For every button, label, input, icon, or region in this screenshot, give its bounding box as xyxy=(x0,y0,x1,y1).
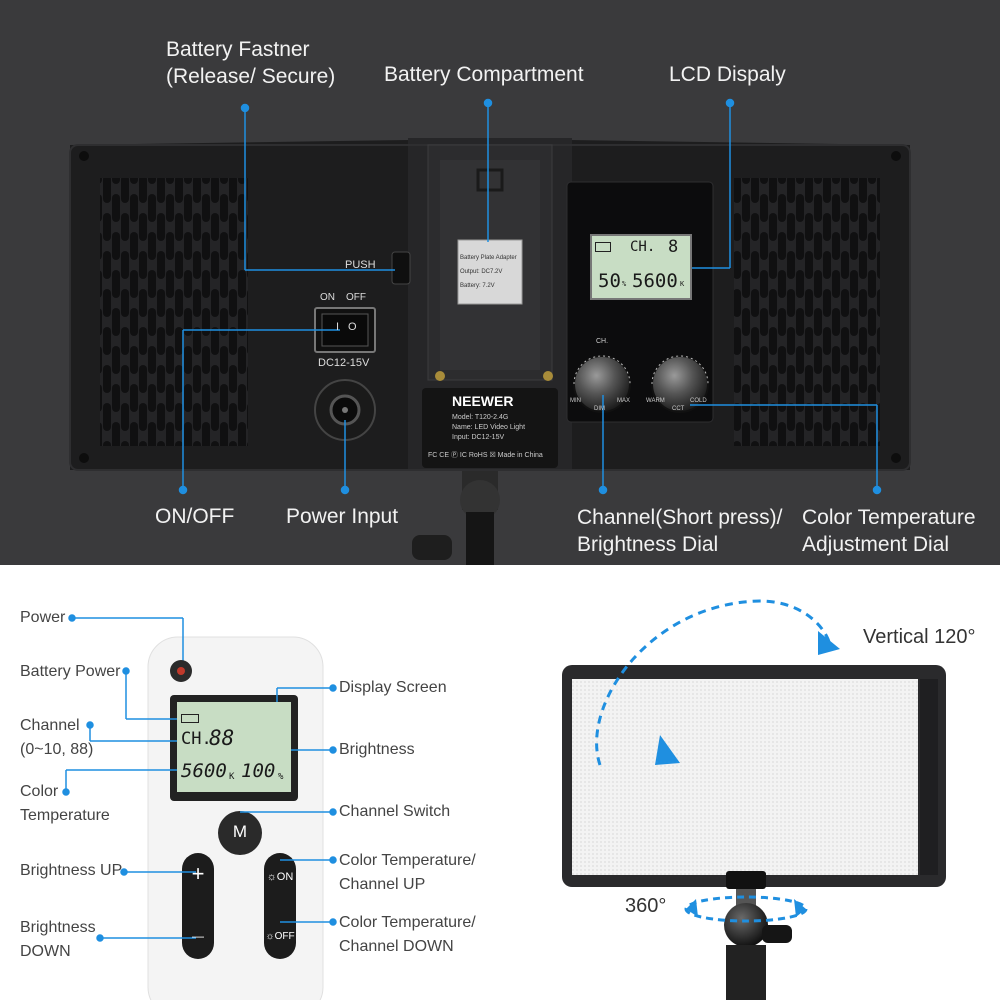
label-brightness-down: Brightness DOWN xyxy=(20,919,96,960)
lcd-temperature-value: 5600 xyxy=(632,270,678,292)
remote-lcd-bright-value: 100 xyxy=(241,760,276,782)
callout-color-temp-dial: Color Temperature Adjustment Dial xyxy=(802,506,976,556)
remote-lcd-temp-value: 5600 xyxy=(181,760,227,782)
device-lcd-screen: CH. 8 50 % 5600 K xyxy=(590,234,692,300)
remote-lcd-ch-label: CH. xyxy=(181,729,212,749)
channel-switch-button[interactable]: M xyxy=(232,822,248,841)
dial2-cct-label: CCT xyxy=(672,406,685,412)
label-brightness-up: Brightness UP xyxy=(20,862,123,879)
label-channel-switch: Channel Switch xyxy=(339,803,451,820)
lcd-brightness-value: 50 xyxy=(598,270,621,292)
label-ct-channel-up: Color Temperature/ Channel UP xyxy=(339,852,476,893)
dial1-min-label: MIN xyxy=(570,398,581,404)
lcd-brightness-unit: % xyxy=(622,280,627,288)
panel-front-illustration xyxy=(562,599,946,1000)
callout-battery-fastener: Battery Fastner (Release/ Secure) xyxy=(166,38,336,88)
battery-icon xyxy=(595,242,611,252)
callout-lcd-display: LCD Dispaly xyxy=(669,63,786,86)
label-channel: Channel (0~10, 88) xyxy=(20,717,94,758)
switch-on-label: ON xyxy=(320,292,335,303)
callout-battery-compartment: Battery Compartment xyxy=(384,63,584,86)
color-temp-down-button[interactable]: ☼OFF xyxy=(265,931,295,942)
horizontal-rotation-label: 360° xyxy=(625,895,667,917)
certification-marks: FC CE Ⓟ IC RoHS ☒ Made in China xyxy=(428,452,543,459)
remote-lcd-bright-unit: % xyxy=(278,772,284,782)
color-temp-up-button[interactable]: ☼ON xyxy=(266,871,294,883)
lcd-channel-label: CH. xyxy=(630,239,656,255)
dial2-cold-label: COLD xyxy=(690,398,707,404)
rotation-section: Vertical 120° 360° xyxy=(500,565,1000,1000)
vertical-rotation-label: Vertical 120° xyxy=(863,626,976,648)
switch-o-mark: O xyxy=(348,321,357,333)
remote-lcd-temp-unit: K xyxy=(229,772,235,782)
callout-power-input: Power Input xyxy=(286,505,399,528)
brand-logo: NEEWER xyxy=(452,393,514,409)
remote-lcd-ch-value: 88 xyxy=(209,726,235,750)
callout-on-off: ON/OFF xyxy=(155,505,235,528)
brightness-down-button[interactable]: — xyxy=(192,929,204,943)
light-panel-back-illustration xyxy=(69,98,911,565)
lcd-channel-value: 8 xyxy=(668,237,679,257)
remote-control-section: CH. 88 5600 K 100 % M + — ☼ON ☼OFF Power… xyxy=(0,565,500,1000)
device-spec-label: Model: T120-2.4G Name: LED Video Light I… xyxy=(452,414,526,441)
brightness-up-button[interactable]: + xyxy=(191,861,205,886)
remote-lcd-screen: CH. 88 5600 K 100 % xyxy=(177,702,291,792)
remote-battery-icon xyxy=(181,714,199,723)
switch-off-label: OFF xyxy=(346,292,366,303)
dc-input-label: DC12-15V xyxy=(318,357,370,369)
label-ct-channel-down: Color Temperature/ Channel DOWN xyxy=(339,914,476,955)
dial2-warm-label: WARM xyxy=(646,398,665,404)
callout-channel-brightness-dial: Channel(Short press)/ Brightness Dial xyxy=(577,506,783,556)
dial1-top-label: CH. xyxy=(596,338,609,345)
dial1-max-label: MAX xyxy=(617,398,631,404)
sun-bright-icon: ☼ xyxy=(266,871,277,883)
remote-power-button[interactable] xyxy=(170,660,192,682)
switch-i-mark: I xyxy=(336,321,340,333)
lcd-temperature-unit: K xyxy=(680,280,685,288)
sun-dim-icon: ☼ xyxy=(265,931,275,942)
label-battery-power: Battery Power xyxy=(20,663,121,680)
power-led-icon xyxy=(177,667,185,675)
push-label: PUSH xyxy=(345,259,376,271)
label-color-temperature: Color Temperature xyxy=(20,783,110,824)
label-brightness: Brightness xyxy=(339,741,415,758)
label-display-screen: Display Screen xyxy=(339,679,447,696)
product-overview-section: Battery Fastner (Release/ Secure) Batter… xyxy=(0,0,1000,565)
battery-adapter-plate: Battery Plate Adapter Output: DC7.2V Bat… xyxy=(460,255,517,289)
label-power: Power xyxy=(20,609,66,626)
dial1-dim-label: DIM xyxy=(594,406,605,412)
